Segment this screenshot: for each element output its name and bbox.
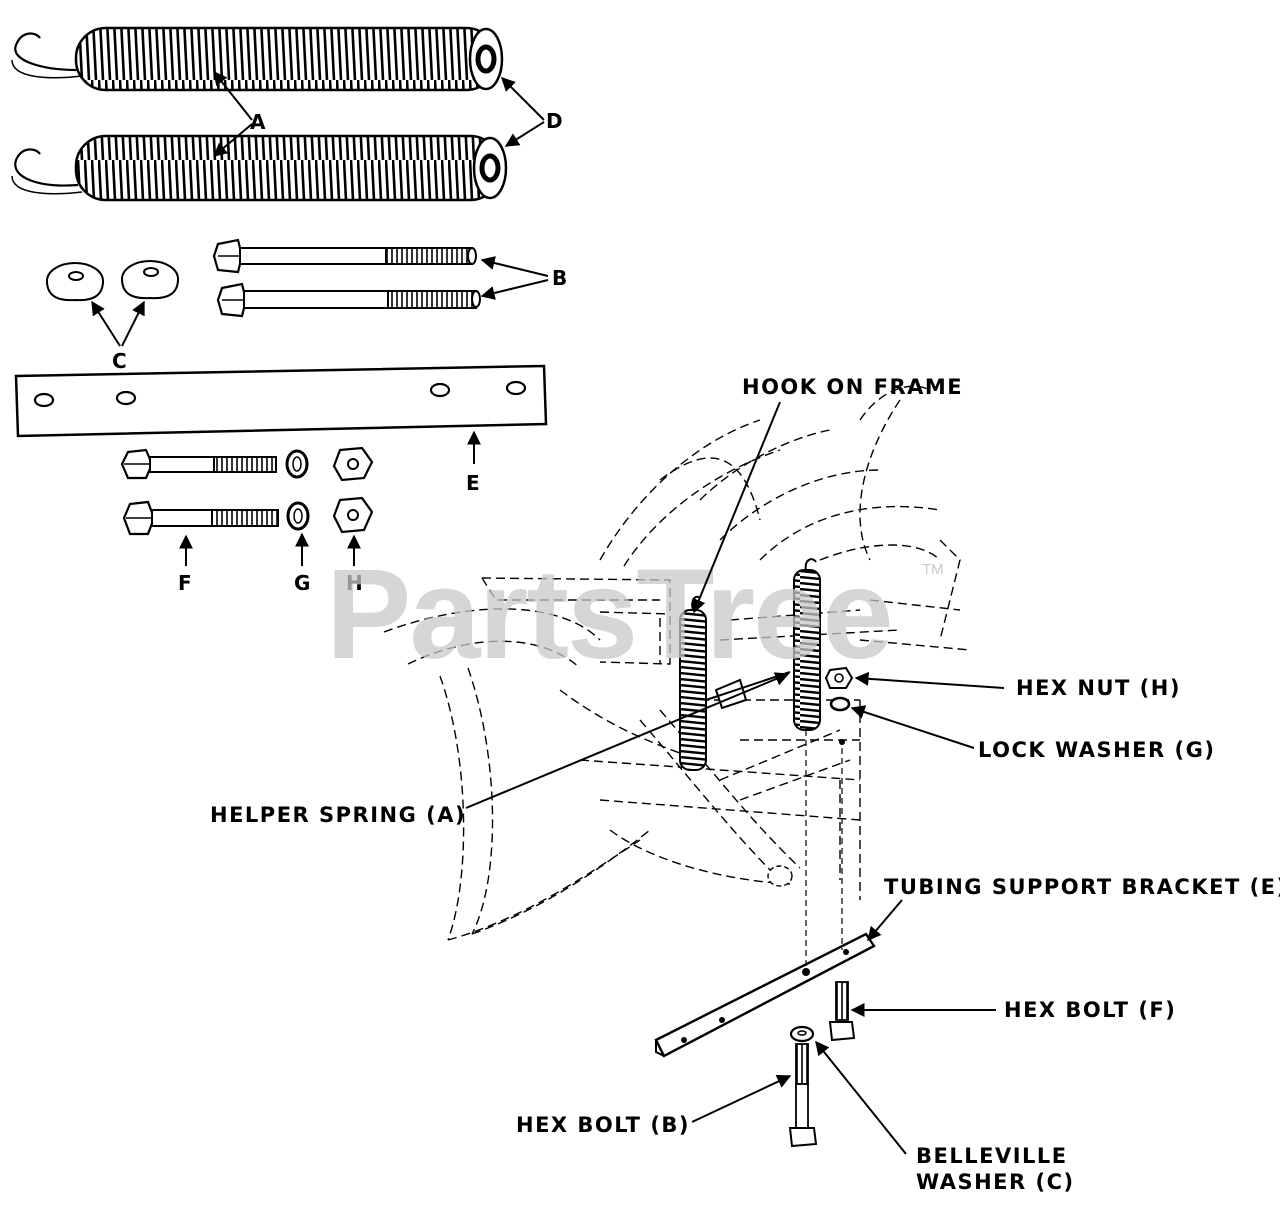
callout-tubing-support-bracket: TUBING SUPPORT BRACKET (E) [884,875,1280,899]
part-letter-c: C [112,349,128,373]
lock-washer-g-upper [285,449,309,479]
installed-lock-washer [829,696,851,712]
part-letter-e: E [466,471,481,495]
callout-belleville-line2: WASHER (C) [916,1170,1075,1194]
part-letter-a: A [250,110,267,134]
callout-hook-on-frame: HOOK ON FRAME [742,375,963,399]
part-letter-f: F [178,571,193,595]
callout-hex-bolt-b: HEX BOLT (B) [516,1113,690,1137]
hex-bolt-b-lower [216,282,481,318]
part-letter-d: D [546,109,564,133]
leader-d [501,77,545,147]
watermark-text: PartsTree [326,543,892,686]
hex-nut-h-upper [332,446,374,482]
leader-c [91,300,145,347]
callout-hex-bolt-f: HEX BOLT (F) [1004,998,1176,1022]
watermark-trademark: TM [922,561,944,578]
callout-helper-spring: HELPER SPRING (A) [210,803,466,827]
tubing-support-bracket-e [14,364,548,438]
tube-end [767,865,793,887]
leader-b [480,256,549,300]
hex-nut-h-lower [332,496,374,534]
spring-a-lower [11,134,508,202]
installed-belleville-washer [789,1025,815,1043]
leader-a [212,70,253,157]
belleville-washer-c-left [46,262,104,302]
hex-bolt-f-lower [122,500,279,536]
part-letter-h: H [346,571,364,595]
belleville-washer-c-right [121,260,179,300]
callout-lock-washer: LOCK WASHER (G) [978,738,1215,762]
leader-lock-washer [850,705,975,749]
leader-hex-bolt-b [691,1075,792,1123]
leader-hook-on-frame [692,401,781,614]
installed-helper-spring-right [793,558,821,731]
installed-hex-nut [824,666,854,689]
callout-hex-nut: HEX NUT (H) [1016,676,1181,700]
installed-hex-bolt-f [828,981,856,1042]
lock-washer-g-lower [286,501,310,531]
leader-belleville-washer [815,1040,907,1155]
installed-tubing-support-bracket [654,932,876,1058]
part-letter-g: G [294,571,312,595]
spring-a-upper [11,26,504,92]
installed-hex-bolt-b [788,1043,818,1148]
hex-bolt-f-upper [120,448,277,480]
leader-tubing-support-bracket [867,899,903,942]
alignment-lines [805,730,843,970]
callout-belleville-line1: BELLEVILLE [916,1144,1068,1168]
leader-hex-nut [854,671,1005,689]
part-letter-b: B [552,266,569,290]
hex-bolt-b-upper [212,238,477,274]
bolt-hole [839,739,845,745]
leader-helper-spring [465,672,790,809]
